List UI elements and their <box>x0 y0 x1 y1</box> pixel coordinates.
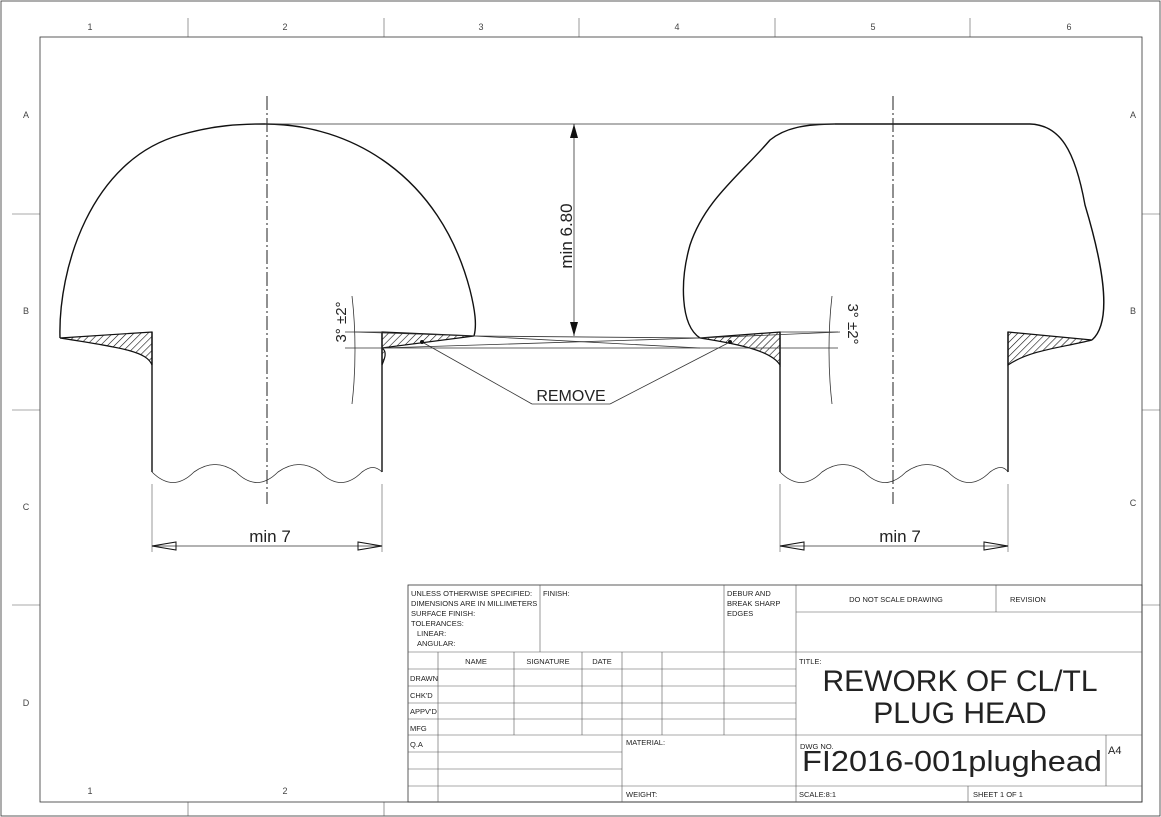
remove-leaders <box>421 341 731 405</box>
tb-revision-label: REVISION <box>1010 595 1046 604</box>
zone-col-4: 4 <box>674 22 679 32</box>
tb-title-label: TITLE: <box>799 657 822 666</box>
right-hatch-outer <box>1007 331 1093 367</box>
tb-finish-label: FINISH: <box>543 589 570 598</box>
tb-row-drawn: DRAWN <box>410 674 438 683</box>
right-dome-outline <box>682 123 1105 341</box>
tb-note-2: DIMENSIONS ARE IN MILLIMETERS <box>411 599 537 608</box>
tb-note-6: ANGULAR: <box>417 639 455 648</box>
zone-row-b-left: B <box>23 306 29 316</box>
left-shank <box>151 332 383 472</box>
tb-do-not-scale: DO NOT SCALE DRAWING <box>849 595 943 604</box>
rework-lines <box>354 331 841 349</box>
zone-row-a-left: A <box>23 110 29 120</box>
right-hatch-inner <box>699 331 781 368</box>
remove-leader-dot-left <box>420 340 424 344</box>
left-break-line <box>151 464 383 483</box>
tb-title-line-2: PLUG HEAD <box>873 697 1046 730</box>
left-angle-label: 3° ±2° <box>333 301 350 342</box>
tb-row-appvd: APPV'D <box>410 707 437 716</box>
tb-sheet: SHEET 1 OF 1 <box>973 790 1023 799</box>
tb-row-mfg: MFG <box>410 724 427 733</box>
zone-col-3: 3 <box>478 22 483 32</box>
left-dome-outline <box>59 123 477 339</box>
right-width-dimension <box>779 484 1009 552</box>
right-plug-head <box>682 96 1105 504</box>
zone-row-b-right: B <box>1130 306 1136 316</box>
zone-ticks <box>12 18 1160 816</box>
tb-note-3: SURFACE FINISH: <box>411 609 475 618</box>
tb-dwg-no-label: DWG NO. <box>800 742 834 751</box>
tb-debur-2: BREAK SHARP <box>727 599 780 608</box>
left-width-label: min 7 <box>249 527 291 546</box>
height-dimension-label: min 6.80 <box>557 203 576 268</box>
height-arrow-bottom <box>570 322 578 336</box>
tb-debur-1: DEBUR AND <box>727 589 771 598</box>
tb-row-qa: Q.A <box>410 740 423 749</box>
left-hatch-outer <box>59 331 153 366</box>
zone-row-c-left: C <box>23 502 30 512</box>
tb-dwg-no: FI2016-001plughead <box>802 746 1102 778</box>
left-angle-arcs <box>345 295 382 405</box>
right-angle-label: 3° ±2° <box>844 303 861 344</box>
tb-title-line-1: REWORK OF CL/TL <box>822 665 1097 698</box>
right-break-line <box>779 464 1009 483</box>
tb-note-1: UNLESS OTHERWISE SPECIFIED: <box>411 589 532 598</box>
tb-row-chkd: CHK'D <box>410 691 433 700</box>
zone-col-2: 2 <box>282 22 287 32</box>
tb-note-5: LINEAR: <box>417 629 446 638</box>
left-width-dimension <box>151 484 383 552</box>
tb-col-name: NAME <box>465 657 487 666</box>
tb-debur-3: EDGES <box>727 609 753 618</box>
zone-row-c-right: C <box>1130 498 1137 508</box>
tb-note-4: TOLERANCES: <box>411 619 464 628</box>
zone-col-6: 6 <box>1066 22 1071 32</box>
tb-col-signature: SIGNATURE <box>526 657 569 666</box>
tb-size: A4 <box>1108 745 1121 757</box>
left-plug-head <box>59 96 477 504</box>
height-arrow-top <box>570 124 578 138</box>
zone-col-5: 5 <box>870 22 875 32</box>
zone-col-1: 1 <box>87 22 92 32</box>
title-block: UNLESS OTHERWISE SPECIFIED: DIMENSIONS A… <box>407 584 1143 803</box>
tb-weight-label: WEIGHT: <box>626 790 657 799</box>
zone-row-d-left: D <box>23 698 30 708</box>
remove-leader-dot-right <box>728 340 732 344</box>
right-shank <box>779 332 1009 472</box>
tb-material-label: MATERIAL: <box>626 738 665 747</box>
right-width-label: min 7 <box>879 527 921 546</box>
right-angle-arcs <box>780 295 838 405</box>
zone-row-a-right: A <box>1130 110 1136 120</box>
tb-scale: SCALE:8:1 <box>799 790 836 799</box>
zone-bottom-col-1: 1 <box>87 786 92 796</box>
tb-col-date: DATE <box>592 657 611 666</box>
left-hatch-inner <box>381 331 475 366</box>
remove-label: REMOVE <box>536 388 605 405</box>
zone-bottom-col-2: 2 <box>282 786 287 796</box>
